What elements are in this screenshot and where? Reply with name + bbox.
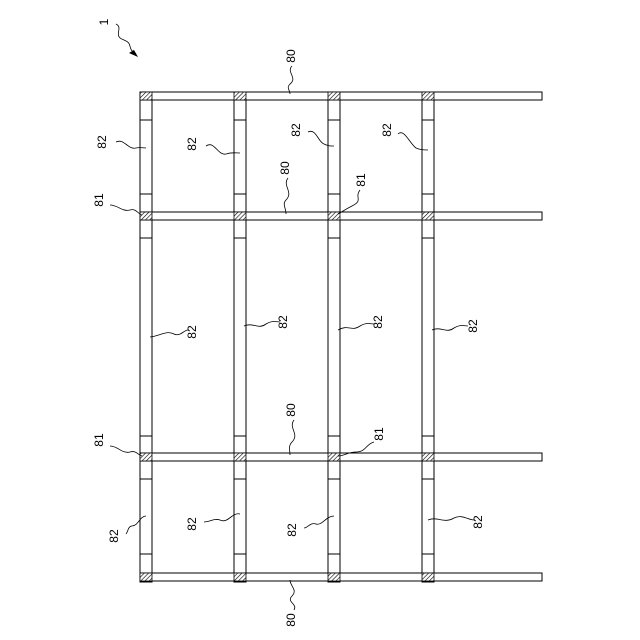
joint — [234, 92, 246, 100]
callout-post-5: 82 — [150, 325, 199, 339]
rail-label: 80 — [284, 49, 298, 63]
joint-label: 81 — [354, 173, 368, 187]
callout-post-2: 82 — [185, 137, 240, 154]
callout-post-11: 82 — [285, 516, 334, 537]
callout-post-3: 82 — [289, 123, 334, 146]
rail-row-2 — [140, 212, 542, 220]
joint — [140, 212, 152, 220]
joint — [422, 453, 434, 461]
callout-joint-left-upper: 81 — [92, 193, 142, 215]
callout-post-4: 82 — [380, 123, 428, 150]
figure-ref-arrowhead — [129, 50, 138, 57]
joint-label: 81 — [372, 427, 386, 441]
joint — [234, 212, 246, 220]
joint — [140, 453, 152, 461]
rails — [140, 92, 542, 581]
joint — [140, 573, 152, 581]
callout-post-7: 82 — [338, 315, 385, 330]
joint — [140, 92, 152, 100]
post-col-2 — [234, 92, 246, 582]
post-label: 82 — [107, 529, 121, 543]
joint — [328, 92, 340, 100]
joint — [328, 212, 340, 220]
callout-rail-lower: 80 — [284, 403, 298, 455]
rail-label: 80 — [284, 403, 298, 417]
callout-rail-bottom: 80 — [284, 580, 298, 627]
post-label: 82 — [380, 123, 394, 137]
rail-row-3 — [140, 453, 542, 461]
callout-joint-mid-lower: 81 — [338, 427, 386, 456]
joint — [422, 212, 434, 220]
joint-label: 81 — [92, 433, 106, 447]
post-label: 82 — [95, 135, 109, 149]
post-label: 82 — [185, 517, 199, 531]
rail-label: 80 — [278, 161, 292, 175]
post-label: 82 — [185, 325, 199, 339]
rail-label: 80 — [284, 613, 298, 627]
joint — [328, 453, 340, 461]
joint — [422, 573, 434, 581]
post-label: 82 — [289, 123, 303, 137]
callout-joint-left-lower: 81 — [92, 433, 142, 456]
joint — [234, 453, 246, 461]
callout-post-6: 82 — [244, 315, 290, 329]
rail-row-4 — [140, 573, 542, 581]
figure-reference: 1 — [97, 18, 138, 57]
callout-post-12: 82 — [428, 515, 485, 529]
callout-rail-upper: 80 — [278, 161, 292, 214]
joint — [234, 573, 246, 581]
joint-label: 81 — [92, 193, 106, 207]
callout-post-1: 82 — [95, 135, 146, 149]
post-label: 82 — [371, 315, 385, 329]
post-label: 82 — [466, 319, 480, 333]
figure-ref-leader — [116, 24, 136, 54]
post-label: 82 — [471, 515, 485, 529]
joint — [328, 573, 340, 581]
joint — [422, 92, 434, 100]
callout-joint-mid-upper: 81 — [338, 173, 368, 214]
rail-row-1 — [140, 92, 542, 100]
post-col-4 — [422, 92, 434, 582]
figure-ref-label: 1 — [97, 18, 111, 25]
post-label: 82 — [185, 137, 199, 151]
callout-rail-top: 80 — [284, 49, 298, 94]
callout-post-8: 82 — [432, 319, 480, 333]
post-col-3 — [328, 92, 340, 582]
callout-post-10: 82 — [185, 514, 240, 531]
post-label: 82 — [285, 523, 299, 537]
